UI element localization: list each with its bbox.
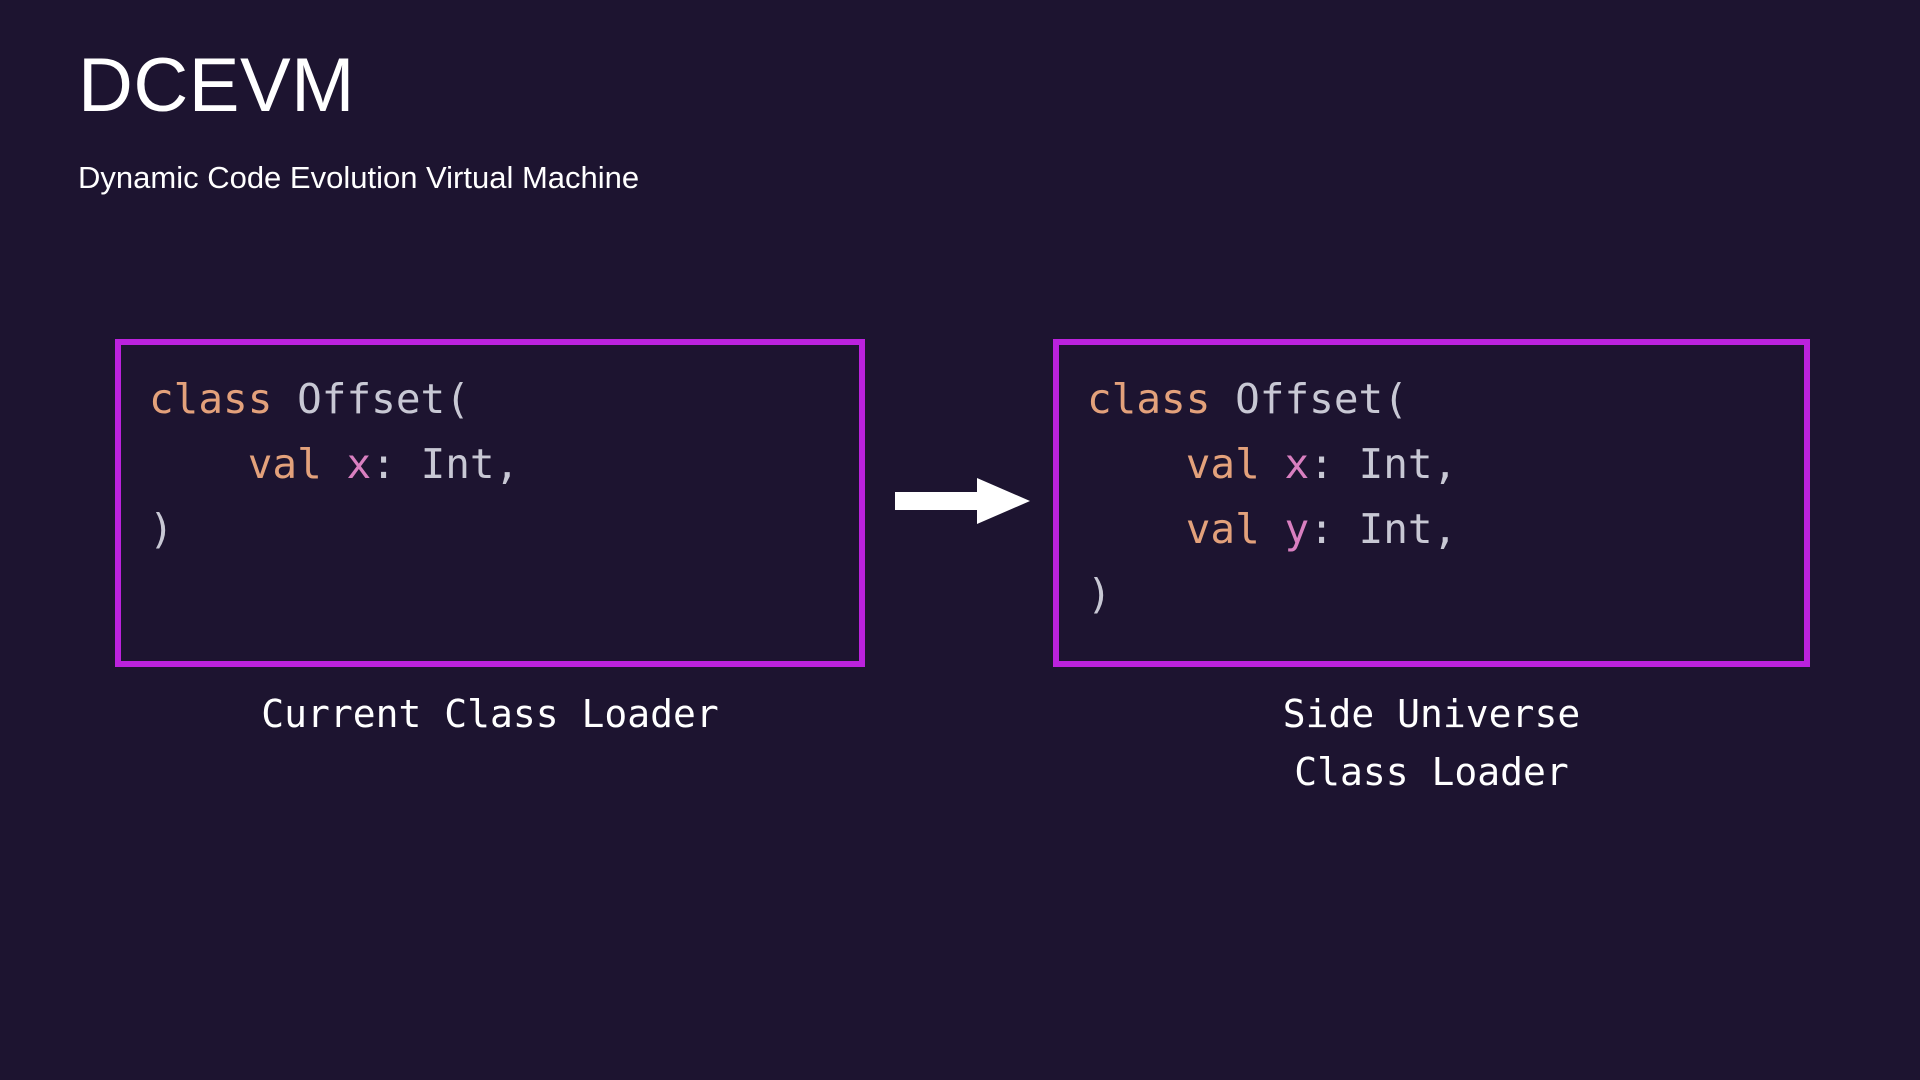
code-token: y <box>1284 505 1310 553</box>
code-token: val <box>1185 440 1260 488</box>
code-line: class Offset( <box>149 367 859 432</box>
code-token: ) <box>149 505 174 553</box>
page-subtitle: Dynamic Code Evolution Virtual Machine <box>78 160 640 195</box>
code-box-side-universe: class Offset( val x: Int, val y: Int,) <box>1053 339 1810 667</box>
code-line: ) <box>149 497 859 562</box>
code-token <box>149 440 248 488</box>
code-token <box>1087 440 1186 488</box>
code-token: Int, <box>420 440 520 488</box>
code-token: Offset( <box>1235 375 1408 423</box>
code-token <box>272 375 297 423</box>
code-token <box>1210 375 1235 423</box>
caption-side-universe-class-loader: Side Universe Class Loader <box>1282 692 1581 794</box>
code-token <box>1260 505 1285 553</box>
code-token: Offset( <box>297 375 470 423</box>
code-line: val x: Int, <box>1087 432 1804 497</box>
code-token: : <box>1309 440 1359 488</box>
code-line: val x: Int, <box>149 432 859 497</box>
class-loader-panel-side-universe: class Offset( val x: Int, val y: Int,) S… <box>1053 339 1810 801</box>
arrow-right-icon <box>895 478 1030 524</box>
code-token: val <box>247 440 322 488</box>
code-token: class <box>1087 375 1211 423</box>
code-token <box>1087 505 1186 553</box>
class-loader-panel-current: class Offset( val x: Int,) Current Class… <box>115 339 865 743</box>
code-line: class Offset( <box>1087 367 1804 432</box>
code-token: Int, <box>1358 440 1458 488</box>
code-token: x <box>1284 440 1310 488</box>
code-token: : <box>1309 505 1359 553</box>
code-token <box>1260 440 1285 488</box>
page-title: DCEVM <box>78 43 355 128</box>
code-line: val y: Int, <box>1087 497 1804 562</box>
code-token: class <box>149 375 273 423</box>
code-line: ) <box>1087 562 1804 627</box>
code-token: val <box>1185 505 1260 553</box>
header: DCEVM Dynamic Code Evolution Virtual Mac… <box>78 43 1278 195</box>
code-token <box>322 440 347 488</box>
caption-current-class-loader: Current Class Loader <box>261 692 719 736</box>
code-token: Int, <box>1358 505 1458 553</box>
code-token: ) <box>1087 570 1112 618</box>
code-box-current: class Offset( val x: Int,) <box>115 339 865 667</box>
code-token: x <box>346 440 372 488</box>
code-token: : <box>371 440 421 488</box>
